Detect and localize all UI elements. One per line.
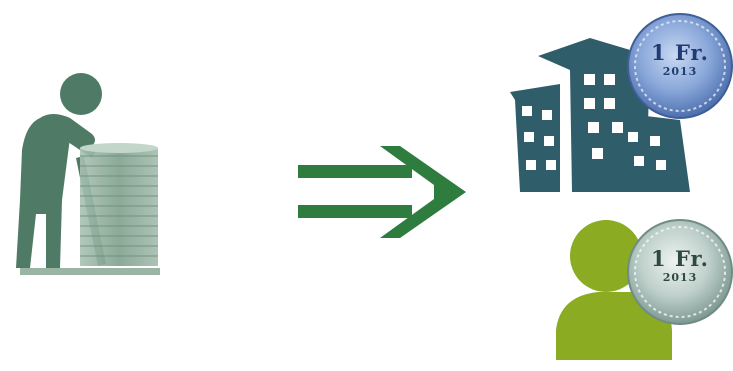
double-arrow-icon <box>298 146 466 238</box>
coin-bottom-year: 2013 <box>640 271 720 284</box>
coin-top-denomination: 1 Fr. <box>640 40 720 65</box>
coin-bottom-denomination: 1 Fr. <box>640 246 720 271</box>
coin-stack-icon <box>80 143 158 266</box>
coin-bottom-label: 1 Fr. 2013 <box>640 246 720 284</box>
coin-top-year: 2013 <box>640 65 720 78</box>
coin-top-label: 1 Fr. 2013 <box>640 40 720 78</box>
